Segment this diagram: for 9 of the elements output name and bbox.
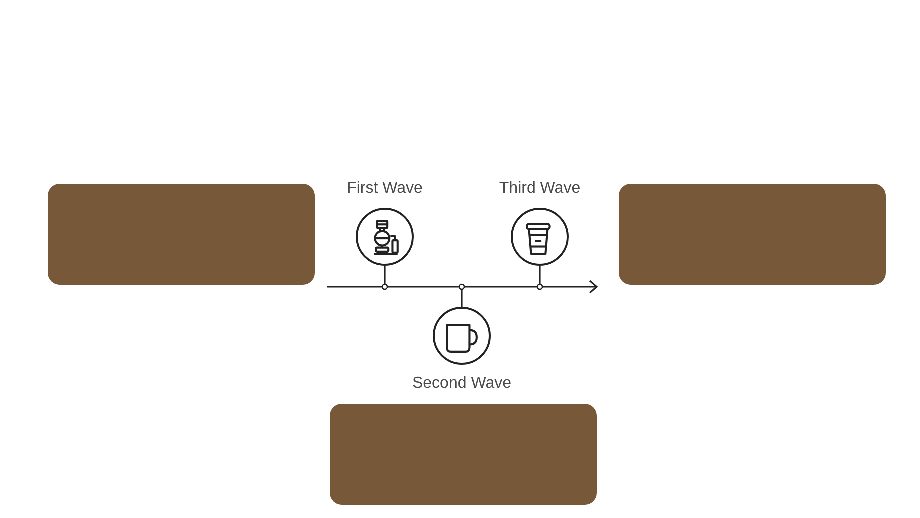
connector-line [382, 266, 388, 290]
connector-line [536, 266, 544, 290]
wave-label: Third Wave [498, 179, 582, 199]
empty-card [330, 404, 597, 505]
empty-card [48, 184, 315, 285]
connector-line [458, 284, 466, 307]
empty-card [619, 184, 886, 285]
wave-label: First Wave [346, 179, 424, 199]
wave-label: Second Wave [411, 374, 512, 394]
